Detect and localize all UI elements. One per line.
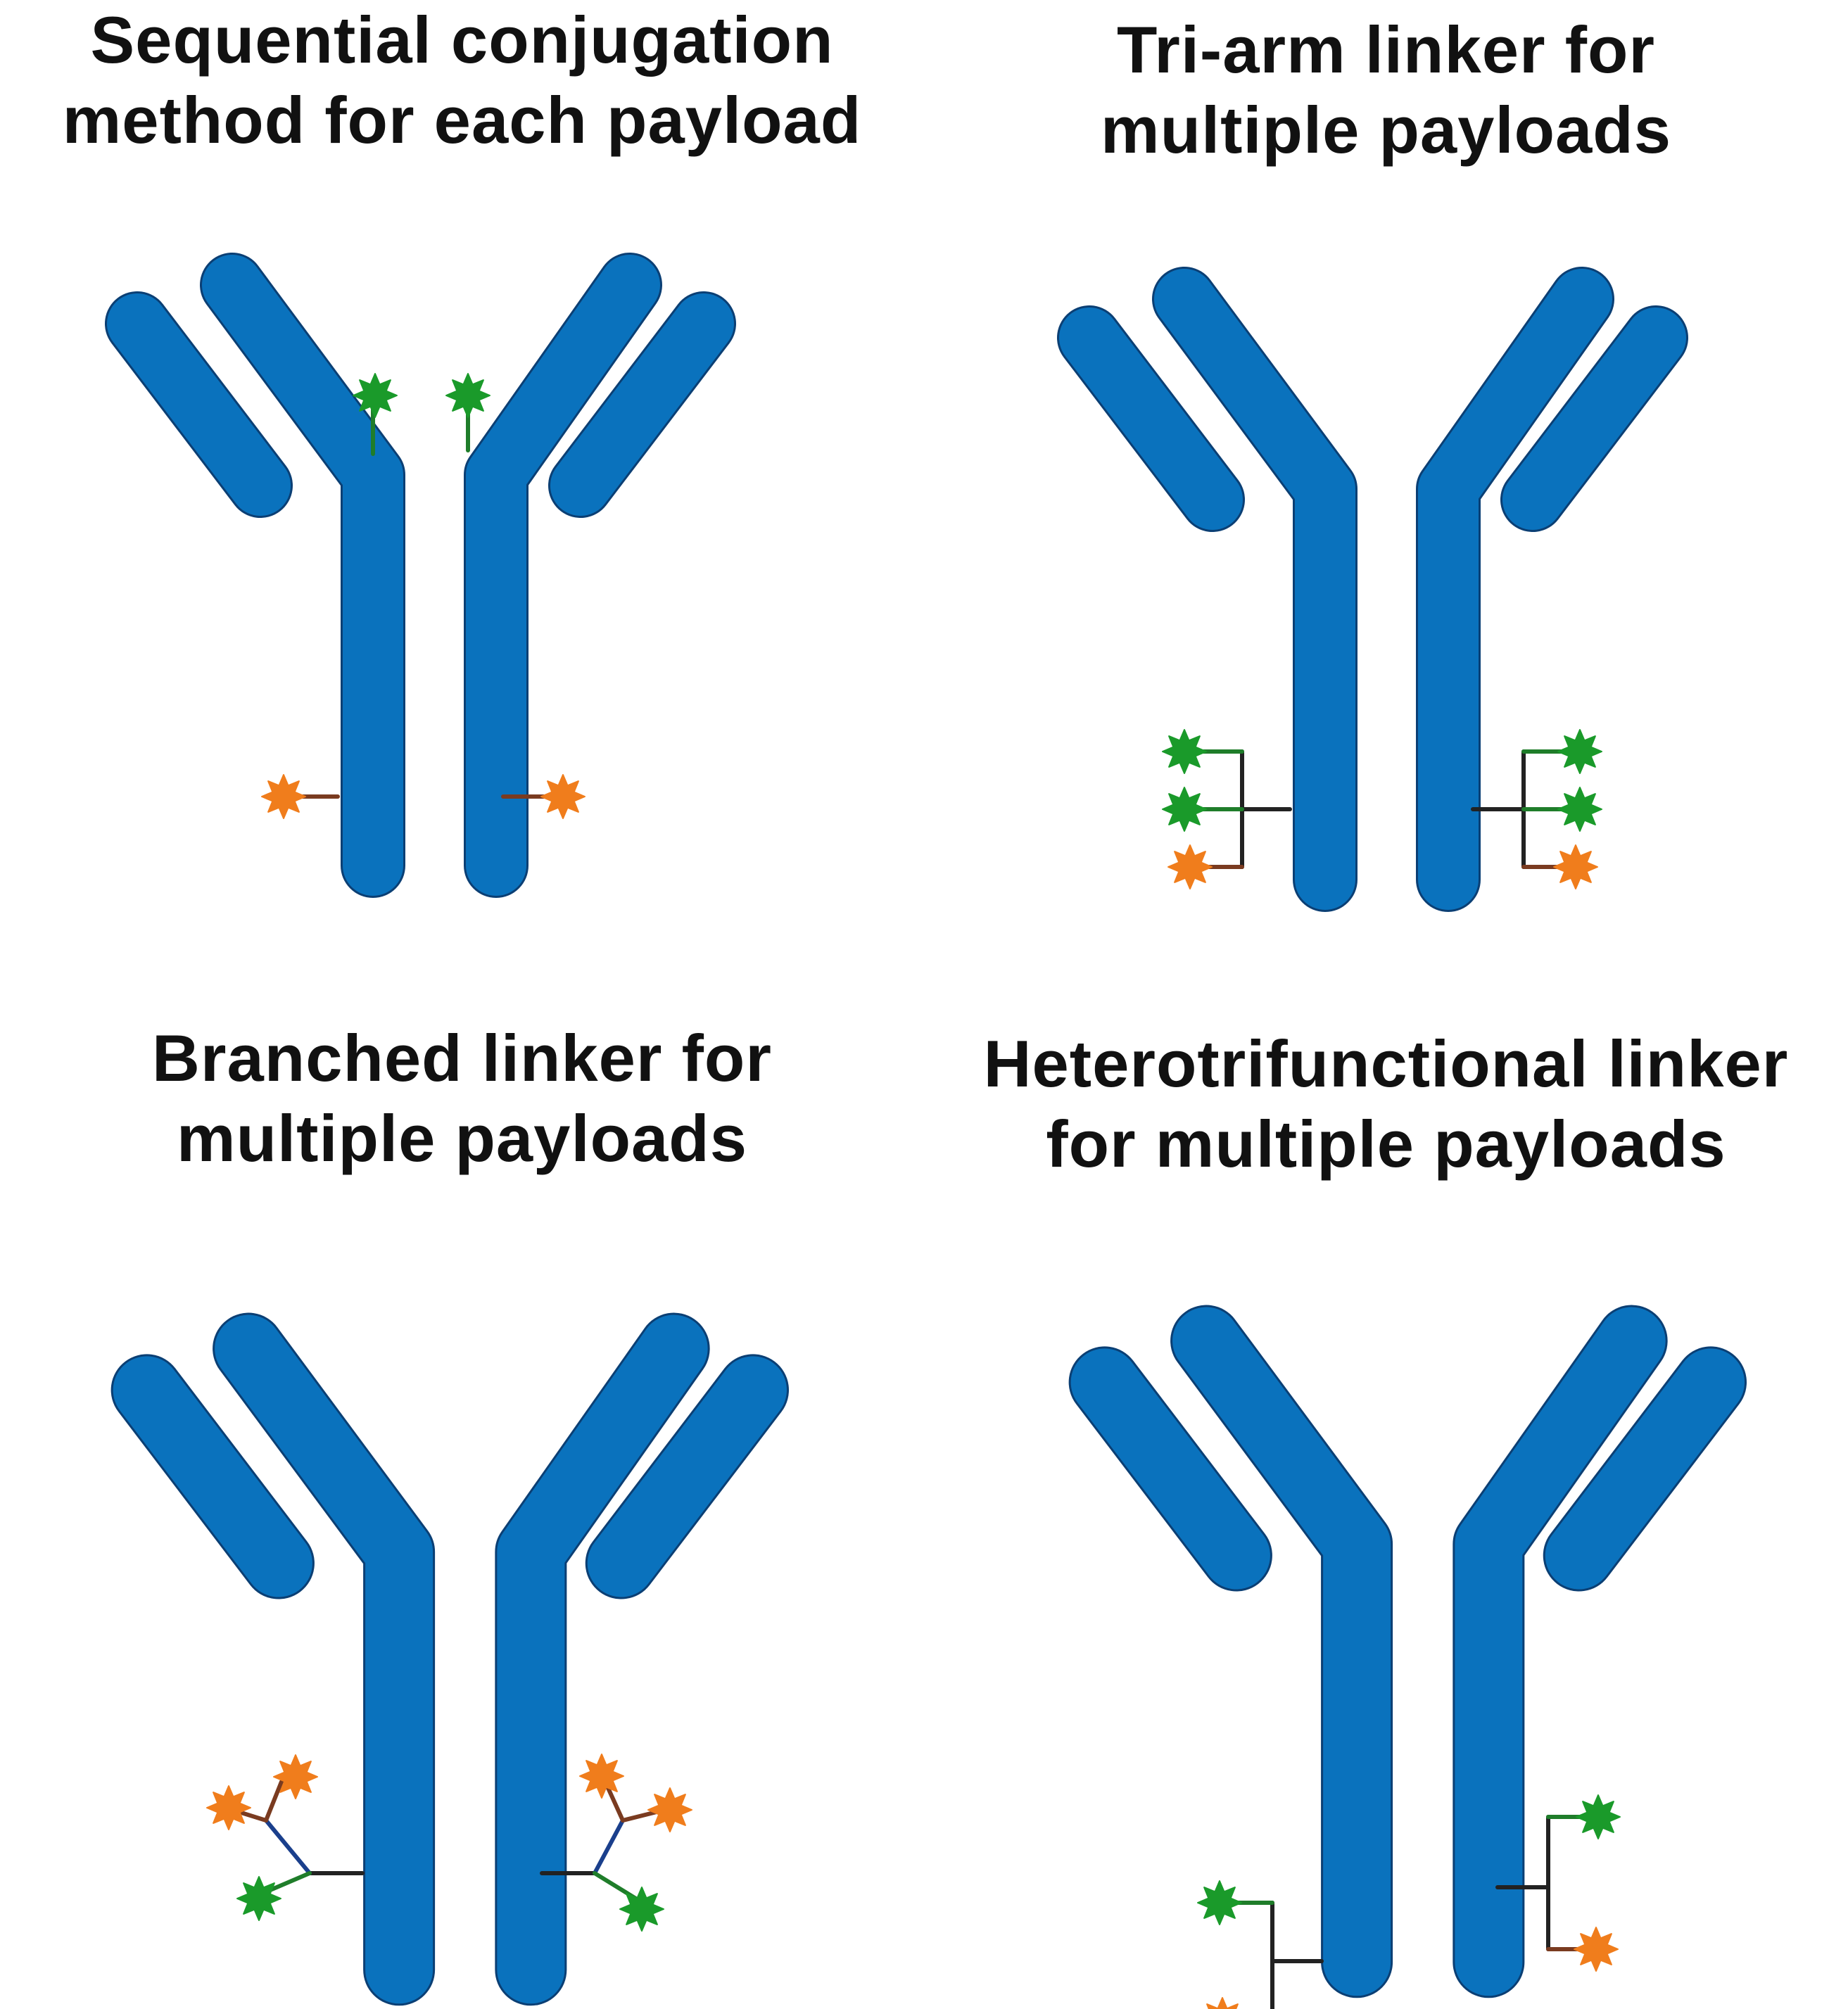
light-chain-right	[1500, 305, 1688, 532]
linkers	[1188, 749, 1576, 869]
panel-title: Sequential conjugation method for each p…	[0, 0, 924, 160]
orange-star-payload-icon	[273, 1754, 318, 1799]
light-chain-right	[585, 1354, 789, 1599]
panel-title: Branched linker for multiple payloads	[0, 1018, 924, 1179]
green-star-payload-icon	[619, 1887, 664, 1932]
heavy-chain-left	[213, 1312, 436, 2006]
panel-title: Heterotrifunctional linker for multiple …	[924, 1024, 1848, 1184]
orange-star-payload-icon	[540, 774, 586, 819]
payloads	[1162, 729, 1602, 889]
orange-star-payload-icon	[647, 1787, 692, 1832]
light-chain-left	[1068, 1346, 1272, 1592]
payloads	[1197, 1794, 1621, 2009]
green-star-payload-icon	[1197, 1880, 1242, 1925]
title-line-2: multiple payloads	[1101, 93, 1671, 167]
light-chain-left	[105, 291, 293, 518]
heavy-chain-right	[495, 1312, 710, 2006]
antibody-diagram	[105, 253, 736, 898]
light-chain-right	[1543, 1346, 1747, 1592]
green-star-payload-icon	[353, 373, 398, 418]
green-star-payload-icon	[236, 1876, 281, 1921]
orange-star-payload-icon	[1553, 844, 1598, 889]
antibody-icon	[110, 1312, 789, 2006]
linker-segment	[593, 1818, 625, 1875]
green-star-payload-icon	[1162, 787, 1207, 832]
antibody-diagram	[1057, 267, 1688, 912]
antibody-icon	[105, 253, 736, 898]
heavy-chain-left	[1152, 267, 1357, 912]
green-star-payload-icon	[1576, 1794, 1621, 1839]
antibody-icon	[1057, 267, 1688, 912]
antibody-diagram	[110, 1312, 789, 2006]
linkers	[1221, 1815, 1593, 2009]
orange-star-payload-icon	[1206, 1997, 1239, 2009]
heavy-chain-left	[200, 253, 405, 898]
title-line-2: method for each payload	[62, 83, 862, 157]
title-line-1: Sequential conjugation	[90, 3, 834, 77]
linker-segment	[264, 1780, 284, 1823]
orange-star-payload-icon	[261, 774, 306, 819]
green-star-payload-icon	[1557, 787, 1602, 832]
heavy-chain-right	[1453, 1305, 1668, 1998]
orange-star-payload-icon	[206, 1785, 251, 1830]
linkers	[230, 1780, 667, 1903]
green-star-payload-icon	[445, 373, 491, 418]
title-line-1: Branched linker for	[152, 1021, 772, 1095]
light-chain-left	[110, 1354, 315, 1599]
orange-star-payload-icon	[1574, 1927, 1619, 1972]
green-star-payload-icon	[1557, 729, 1602, 774]
payloads	[261, 373, 586, 819]
payloads	[206, 1754, 692, 1932]
panel-tri-arm-linker: Tri-arm linker for multiple payloads	[924, 0, 1848, 1004]
panel-title: Tri-arm linker for multiple payloads	[924, 10, 1848, 170]
heavy-chain-right	[1416, 267, 1614, 912]
heavy-chain-right	[464, 253, 662, 898]
panel-heterotrifunctional-linker: Heterotrifunctional linker for multiple …	[924, 1004, 1848, 2009]
green-star-payload-icon	[1162, 729, 1207, 774]
panel-branched-linker: Branched linker for multiple payloads	[0, 1004, 924, 2008]
title-line-2: multiple payloads	[177, 1101, 747, 1175]
orange-star-payload-icon	[1167, 844, 1213, 889]
title-line-1: Tri-arm linker for	[1117, 13, 1655, 87]
title-line-1: Heterotrifunctional linker	[983, 1027, 1789, 1101]
antibody-icon	[1068, 1305, 1747, 1998]
panel-sequential-conjugation: Sequential conjugation method for each p…	[0, 0, 924, 1004]
light-chain-right	[548, 291, 736, 518]
heavy-chain-left	[1170, 1305, 1393, 1998]
antibody-diagram	[1068, 1305, 1747, 2009]
light-chain-left	[1057, 305, 1245, 532]
title-line-2: for multiple payloads	[1046, 1107, 1726, 1181]
linker-segment	[264, 1818, 312, 1875]
orange-star-payload-icon	[579, 1754, 624, 1799]
